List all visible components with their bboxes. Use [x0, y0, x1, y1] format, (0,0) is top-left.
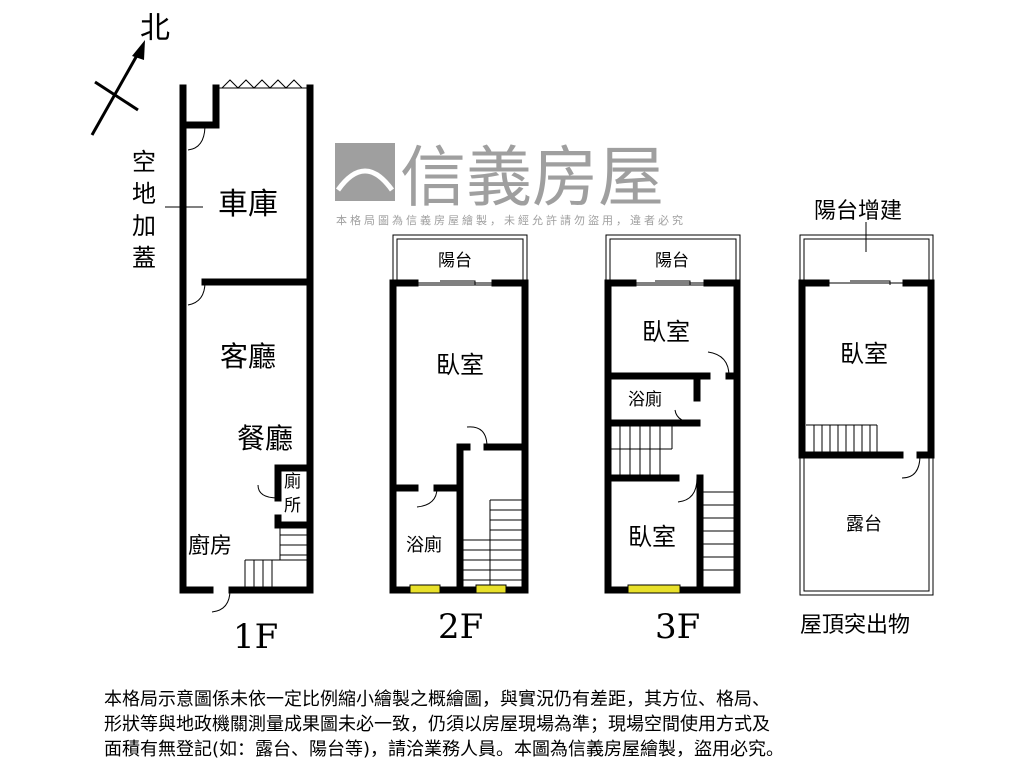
room-kitchen: 廚房	[188, 534, 232, 559]
compass-north-label: 北	[140, 11, 170, 46]
room-bathroom: 浴廁	[628, 389, 662, 410]
disclaimer-line: 面積有無登記(如：露台、陽台等)，請洽業務人員。本圖為信義房屋繪製，盜用必究。	[104, 739, 785, 760]
room-bathroom: 浴廁	[406, 534, 442, 556]
site-label-line: 蓋	[132, 244, 156, 272]
room-garage: 車庫	[218, 187, 278, 222]
floor-label-2f: 2F	[438, 607, 483, 647]
floor-label-3f: 3F	[655, 607, 700, 647]
room-terrace: 露台	[846, 514, 882, 535]
room-balcony: 陽台	[655, 251, 689, 271]
watermark-notice: 本格局圖為信義房屋繪製，未經允許請勿盜用，違者必究	[336, 213, 686, 227]
disclaimer-line: 形狀等與地政機關測量成果圖未必一致，仍須以房屋現場為準；現場空間使用方式及	[104, 714, 770, 735]
watermark-brand: 信義房屋	[400, 139, 664, 216]
room-toilet-line2: 所	[284, 496, 301, 516]
site-extension-label: 空 地 加 蓋	[132, 148, 203, 272]
room-bedroom: 臥室	[840, 340, 888, 368]
floor-3f: 陽台 臥室 浴廁 臥室 3F	[604, 234, 741, 647]
room-dining: 餐廳	[237, 422, 293, 455]
disclaimer-line: 本格局示意圖係未依一定比例縮小繪製之概繪圖，與實況仍有差距，其方位、格局、	[104, 689, 770, 710]
window-icon	[409, 584, 441, 594]
disclaimer: 本格局示意圖係未依一定比例縮小繪製之概繪圖，與實況仍有差距，其方位、格局、 形狀…	[104, 687, 944, 762]
roof-annotation: 陽台增建	[814, 199, 902, 224]
north-compass-icon	[90, 40, 145, 136]
room-living: 客廳	[220, 340, 276, 373]
window-icon	[475, 584, 507, 594]
watermark: 信義房屋 本格局圖為信義房屋繪製，未經允許請勿盜用，違者必究	[335, 139, 686, 227]
floor-label-roof: 屋頂突出物	[800, 613, 910, 638]
site-label-line: 加	[132, 212, 156, 240]
room-bedroom-front: 臥室	[642, 318, 690, 346]
floor-1f: 車庫 客廳 餐廳 廁 所 廚房 1F	[179, 79, 314, 657]
floor-2f: 陽台 臥室 浴廁 2F	[389, 234, 529, 647]
floor-roof: 陽台增建 臥室 露台 屋頂突出物	[798, 199, 935, 638]
site-label-line: 空	[132, 148, 156, 176]
room-bedroom-back: 臥室	[628, 523, 676, 551]
room-toilet-line1: 廁	[284, 471, 301, 492]
site-label-line: 地	[132, 180, 156, 208]
floor-label-1f: 1F	[233, 617, 278, 657]
room-bedroom: 臥室	[436, 351, 484, 379]
room-balcony: 陽台	[438, 251, 472, 271]
window-icon	[627, 584, 681, 594]
